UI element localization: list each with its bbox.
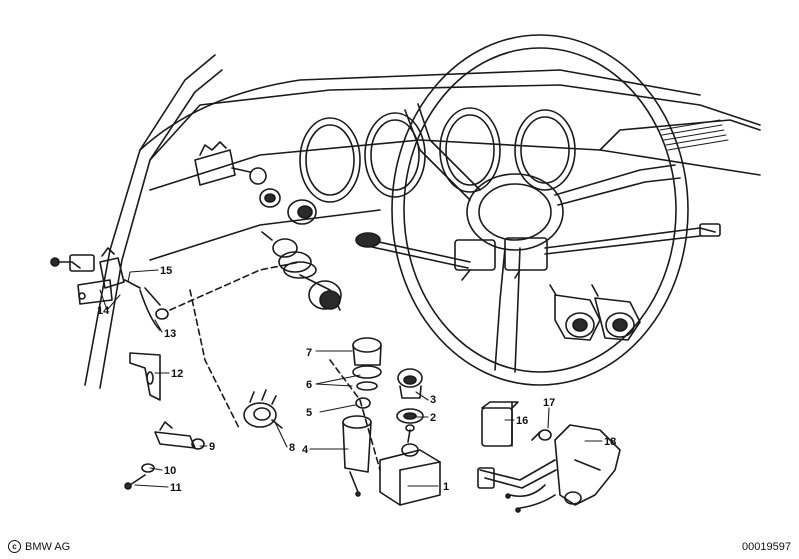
callout-7: 7 (306, 347, 312, 359)
copyright-notice: c BMW AG (8, 540, 70, 553)
callout-5: 5 (306, 407, 312, 419)
switch-knob-parts (396, 368, 424, 424)
dash-switch-block (194, 141, 317, 225)
callout-13: 13 (164, 328, 176, 340)
callout-17: 17 (543, 397, 555, 409)
dash-vent (659, 119, 729, 151)
callout-8: 8 (289, 442, 295, 454)
leader-lines (99, 269, 603, 488)
callout-4: 4 (302, 444, 309, 456)
column-stalks (355, 223, 721, 281)
bracket-parts (124, 421, 205, 490)
callout-3: 3 (430, 394, 436, 406)
callout-11: 11 (170, 482, 182, 494)
lighter-assembly (342, 337, 382, 497)
copyright-text: BMW AG (25, 540, 71, 553)
pressure-switch (243, 389, 283, 429)
door-contact-parts (50, 247, 169, 401)
callout-6: 6 (306, 379, 312, 391)
callout-2: 2 (430, 412, 436, 424)
callout-labels: 1 2 3 4 5 6 7 8 9 10 11 12 13 14 15 16 1… (97, 265, 616, 494)
steering-wheel (391, 34, 689, 386)
dashboard-outline (139, 84, 761, 471)
callout-15: 15 (160, 265, 172, 277)
right-switches (477, 284, 641, 513)
callout-9: 9 (209, 441, 215, 453)
main-switch (379, 424, 441, 506)
callout-16: 16 (516, 415, 528, 427)
document-number: 00019597 (742, 541, 791, 553)
ignition-lock (261, 231, 342, 311)
callout-1: 1 (443, 481, 449, 493)
callout-10: 10 (164, 465, 176, 477)
callout-14: 14 (97, 305, 110, 317)
callout-18: 18 (604, 436, 616, 448)
copyright-symbol-icon: c (8, 540, 21, 553)
callout-12: 12 (171, 368, 183, 380)
